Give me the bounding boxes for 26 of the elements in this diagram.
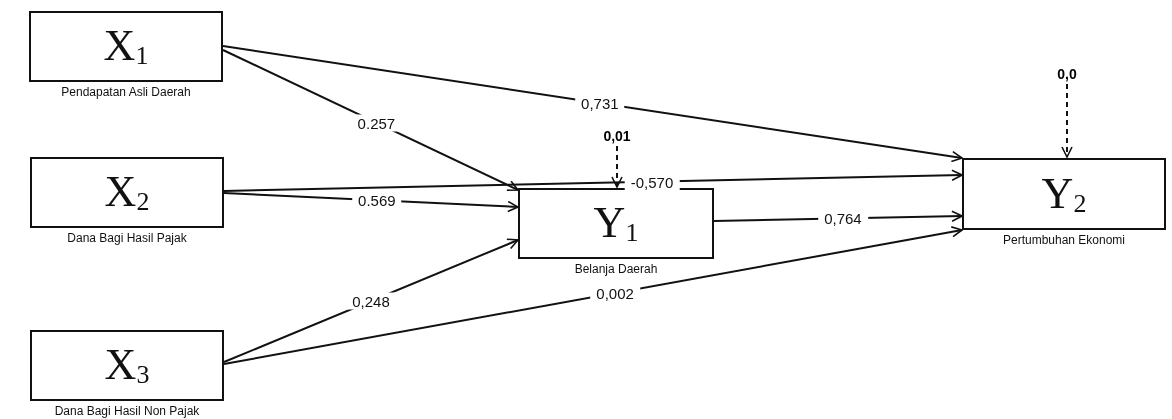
variable-caption: Belanja Daerah <box>574 262 658 276</box>
path-arrow <box>223 169 963 192</box>
variable-box <box>30 330 224 401</box>
variable-label: Y$_{2}$ <box>1041 171 1087 217</box>
dashed-arrow <box>1061 83 1073 158</box>
edge-label: 0,002 <box>590 284 640 302</box>
error-term-label: 0,0 <box>1057 66 1077 82</box>
variable-box <box>29 11 223 82</box>
path-arrow <box>223 226 963 365</box>
variable-box <box>518 188 714 259</box>
error-term-label: 0,01 <box>603 128 631 144</box>
variable-caption: Dana Bagi Hasil Pajak <box>67 231 187 245</box>
path-arrow <box>222 49 519 192</box>
variable-label: X$_{1}$ <box>103 24 149 69</box>
variable-label: Y$_{1}$ <box>593 201 639 246</box>
variable-box <box>30 157 224 228</box>
dashed-arrow <box>611 145 623 188</box>
variable-caption: Dana Bagi Hasil Non Pajak <box>54 404 200 418</box>
variable-label: X$_{3}$ <box>104 343 150 388</box>
variable-caption: Pertumbuhan Ekonomi <box>1002 233 1126 247</box>
edge-label: 0,248 <box>346 292 396 310</box>
variable-box <box>962 158 1166 230</box>
variable-caption: Pendapatan Asli Daerah <box>61 85 191 99</box>
path-arrow <box>222 45 963 163</box>
variable-label: X$_{2}$ <box>104 170 150 215</box>
path-arrow <box>223 238 519 363</box>
